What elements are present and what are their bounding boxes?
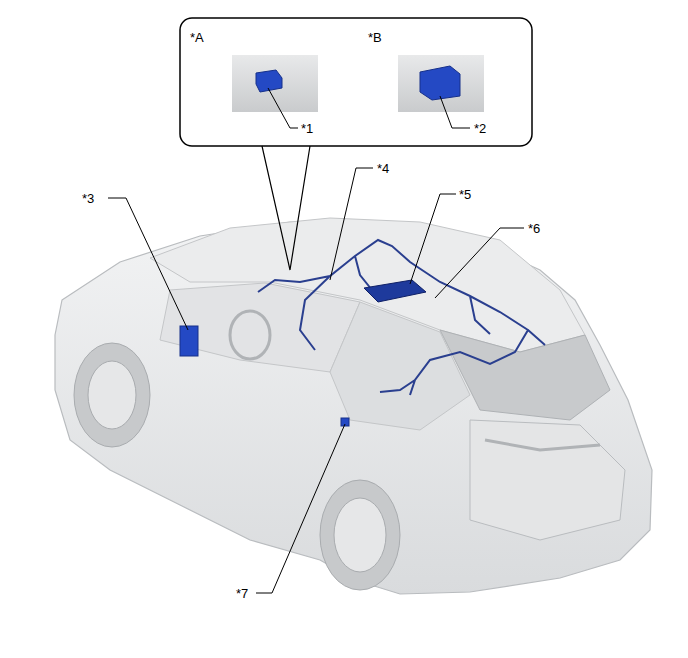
tailgate — [470, 420, 625, 540]
callout-number: *7 — [236, 587, 248, 600]
inset-frame — [180, 18, 532, 146]
front-wheel — [74, 343, 150, 447]
callout-number: *1 — [301, 122, 313, 135]
callout-number: *3 — [82, 192, 94, 205]
callout-number: *5 — [459, 188, 471, 201]
module-b — [420, 66, 460, 100]
callout-number: *4 — [377, 162, 389, 175]
wire-harness — [258, 240, 545, 395]
roof-module — [364, 280, 426, 302]
rear-window — [440, 330, 610, 420]
front-rim — [88, 361, 136, 429]
leader-lines — [108, 88, 524, 593]
inset-pointer — [262, 146, 310, 270]
interior — [160, 283, 360, 372]
rear-wheel — [320, 480, 400, 590]
tail-light — [485, 440, 600, 450]
rear-rim — [334, 498, 386, 572]
callout-number: *B — [368, 31, 382, 44]
module-a — [256, 70, 282, 92]
steering-wheel — [230, 311, 270, 359]
callout-number: *6 — [528, 222, 540, 235]
callout-number: *2 — [474, 122, 486, 135]
side-module — [180, 326, 198, 356]
interior-rear — [330, 302, 470, 430]
callout-number: *A — [190, 31, 204, 44]
inset-photo — [232, 55, 318, 112]
inset-photo — [398, 55, 484, 112]
